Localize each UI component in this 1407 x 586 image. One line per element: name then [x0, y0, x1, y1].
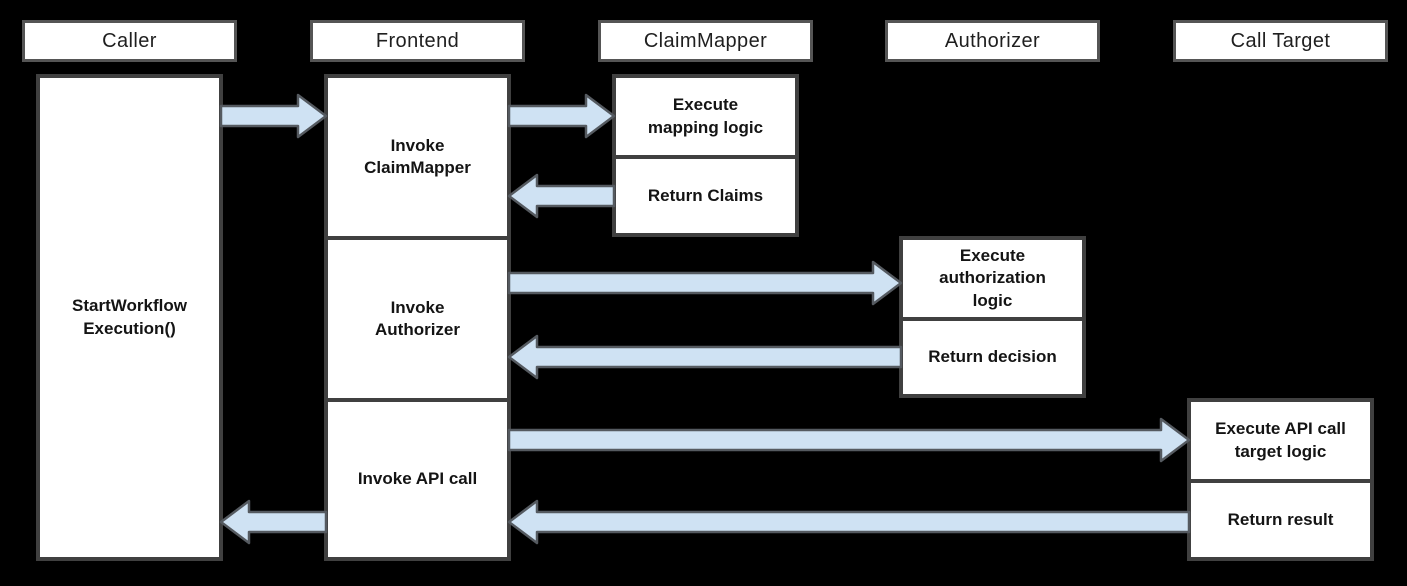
lane-header-frontend: Frontend — [310, 20, 525, 62]
arrow-caller-to-frontend — [219, 93, 328, 139]
arrow-calltarget-to-frontend — [507, 499, 1191, 545]
box-startworkflow-execution: StartWorkflow Execution() — [36, 74, 223, 561]
box-invoke-api-call: Invoke API call — [324, 398, 511, 561]
lane-header-authorizer: Authorizer — [885, 20, 1100, 62]
arrow-frontend-to-calltarget — [507, 417, 1191, 463]
arrow-frontend-to-authorizer — [507, 260, 903, 306]
arrow-frontend-to-caller — [219, 499, 328, 545]
box-invoke-claimmapper: Invoke ClaimMapper — [324, 74, 511, 240]
lane-header-caller: Caller — [22, 20, 237, 62]
box-execute-api-call-target-logic: Execute API call target logic — [1187, 398, 1374, 483]
box-return-result: Return result — [1187, 479, 1374, 561]
lane-header-claimmapper: ClaimMapper — [598, 20, 813, 62]
box-execute-authorization-logic: Execute authorization logic — [899, 236, 1086, 321]
arrow-frontend-to-claimmapper — [507, 93, 616, 139]
box-execute-mapping-logic: Execute mapping logic — [612, 74, 799, 159]
arrow-authorizer-to-frontend — [507, 334, 903, 380]
arrow-claimmapper-to-frontend — [507, 173, 616, 219]
lane-header-calltarget: Call Target — [1173, 20, 1388, 62]
box-return-decision: Return decision — [899, 317, 1086, 398]
box-invoke-authorizer: Invoke Authorizer — [324, 236, 511, 402]
box-return-claims: Return Claims — [612, 155, 799, 237]
